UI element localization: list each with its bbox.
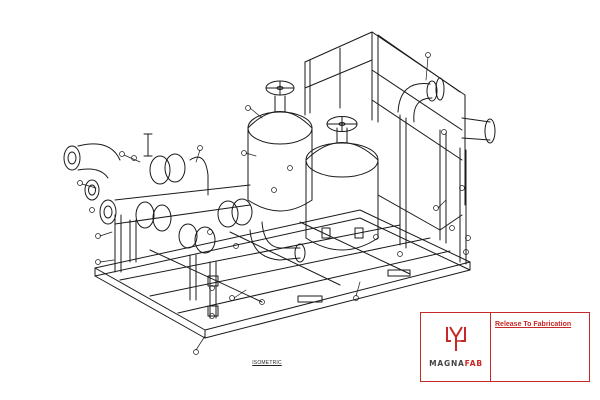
brand-name-part1: MAGNA [429,359,465,368]
outlet-elbow [397,77,496,144]
release-status: Release To Fabrication [495,321,572,328]
balloon-callouts [77,52,471,355]
skid-base-frame [94,209,471,339]
handwheel-icon [326,116,358,132]
filter-vessel-1 [247,95,313,212]
filter-vessel-2 [305,127,379,251]
valve-handle-icon [143,133,153,157]
forklift-pocket [387,269,411,277]
brand-name: MAGNAFAB [421,359,491,368]
forklift-pocket [297,295,323,303]
pipe-supports [114,214,219,319]
handwheel-icon [265,80,295,96]
magnafab-logo-icon [446,326,466,351]
platform-guard-rail [304,31,467,265]
title-block: MAGNAFAB Release To Fabrication [420,312,590,382]
inlet-manifold [63,143,306,263]
logo-cell: MAGNAFAB [421,313,491,381]
view-label: ISOMETRIC [252,360,282,366]
brand-name-part2: FAB [464,359,483,368]
